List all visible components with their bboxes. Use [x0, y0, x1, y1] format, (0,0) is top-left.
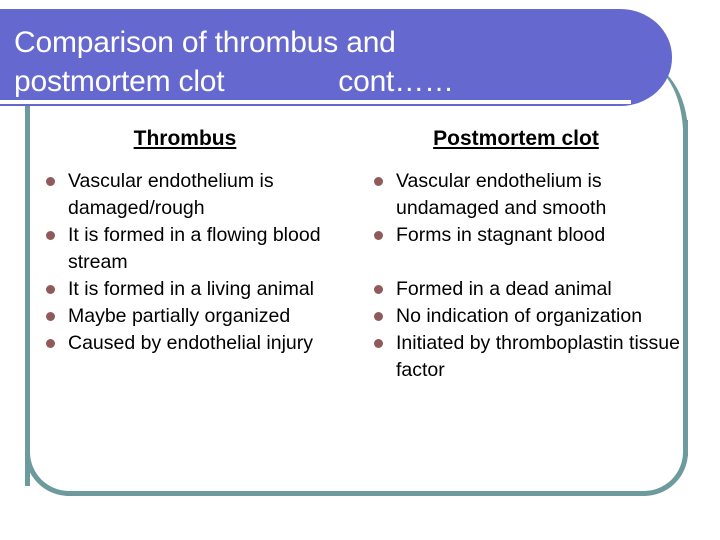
bullet-dot-icon — [46, 339, 55, 348]
bullet-dot-icon — [46, 312, 55, 321]
frame-right-top-curve — [645, 58, 720, 128]
column-heading-postmortem-clot: Postmortem clot — [433, 127, 599, 150]
frame-bottom-left-corner — [25, 452, 69, 496]
list-item: Formed in a dead animal — [370, 276, 682, 303]
bullet-dot-icon — [374, 231, 383, 240]
list-item-text: Vascular endothelium is damaged/rough — [68, 170, 274, 219]
bullet-dot-icon — [46, 285, 55, 294]
bullet-dot-icon — [374, 339, 383, 348]
bullet-list-thrombus: Vascular endothelium is damaged/rough It… — [42, 168, 352, 357]
frame-bottom-edge — [66, 491, 646, 496]
list-item-text: It is formed in a living animal — [68, 278, 315, 300]
bullet-dot-icon — [374, 285, 383, 294]
column-postmortem-clot: Postmortem clot Vascular endothelium is … — [370, 126, 682, 384]
list-item: Initiated by thromboplastin tissue facto… — [370, 330, 682, 384]
list-item-text: Forms in stagnant blood — [396, 224, 606, 246]
title-underline-rule — [0, 100, 631, 104]
list-item: Caused by endothelial injury — [42, 330, 352, 357]
list-item: Vascular endothelium is undamaged and sm… — [370, 168, 682, 222]
list-item: Vascular endothelium is damaged/rough — [42, 168, 352, 222]
title-banner: Comparison of thrombus and postmortem cl… — [0, 9, 672, 106]
slide-title-line-1: Comparison of thrombus and — [14, 26, 396, 59]
bullet-dot-icon — [374, 177, 383, 186]
frame-right-edge — [683, 120, 688, 456]
list-item-text: Formed in a dead animal — [396, 278, 612, 300]
slide-title: Comparison of thrombus and postmortem cl… — [14, 23, 644, 101]
list-item: Maybe partially organized — [42, 303, 352, 330]
list-item: It is formed in a living animal — [42, 276, 352, 303]
bullet-dot-icon — [46, 177, 55, 186]
list-item-text: Initiated by thromboplastin tissue facto… — [396, 332, 680, 381]
list-item-text: No indication of organization — [396, 305, 643, 327]
list-item: It is formed in a flowing blood stream — [42, 222, 352, 276]
column-thrombus: Thrombus Vascular endothelium is damaged… — [42, 126, 352, 357]
list-item-text: It is formed in a flowing blood stream — [68, 224, 321, 273]
column-heading-thrombus: Thrombus — [133, 127, 237, 150]
list-item-text: Caused by endothelial injury — [68, 332, 313, 354]
frame-bottom-right-corner — [642, 452, 688, 496]
bullet-dot-icon — [374, 312, 383, 321]
list-item: No indication of organization — [370, 303, 682, 330]
list-item: Forms in stagnant blood — [370, 222, 682, 249]
frame-left-edge — [25, 104, 30, 486]
list-item-text: Maybe partially organized — [68, 305, 291, 327]
bullet-dot-icon — [46, 231, 55, 240]
list-item-text: Vascular endothelium is undamaged and sm… — [396, 170, 607, 219]
slide-title-line-2: postmortem clot cont…… — [14, 65, 454, 98]
bullet-list-postmortem-clot: Vascular endothelium is undamaged and sm… — [370, 168, 682, 384]
